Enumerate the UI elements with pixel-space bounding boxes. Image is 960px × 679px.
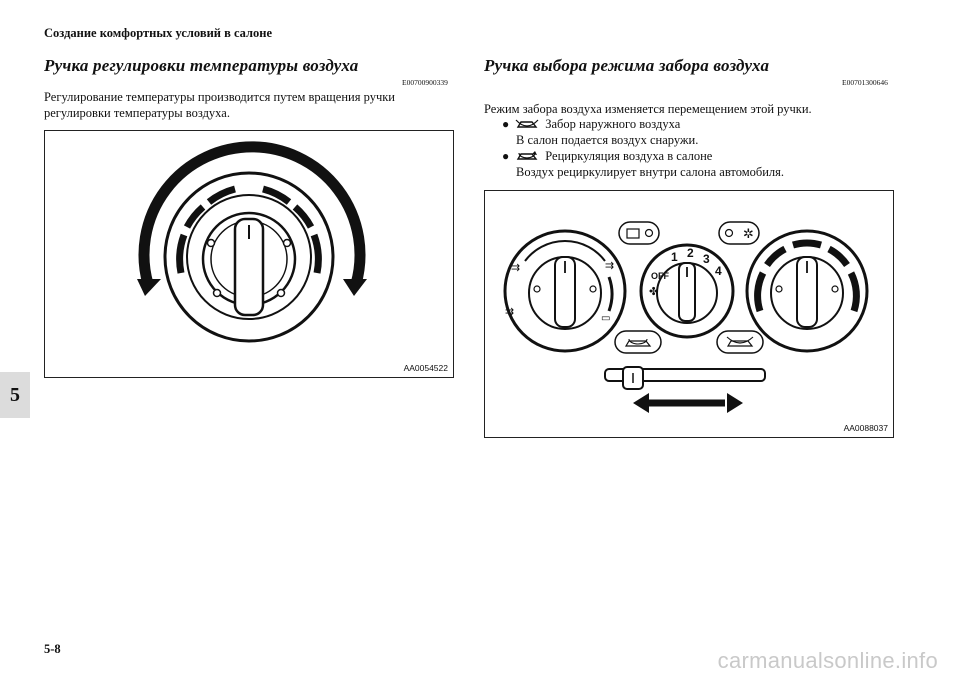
page-number: 5-8 <box>44 642 61 656</box>
svg-text:▭: ▭ <box>601 313 610 324</box>
outside-air-icon <box>515 119 539 128</box>
left-section-title: Ручка регулировки температуры воздуха <box>44 56 359 75</box>
left-paragraph-line2: регулировки температуры воздуха. <box>44 106 230 120</box>
right-section-title: Ручка выбора режима забора воздуха <box>484 56 770 75</box>
ac-button <box>718 221 760 245</box>
temperature-knob-figure: AA0054522 <box>44 130 454 378</box>
climate-panel-figure: ✲ ⇉ ⇉ ⇉ ▭ OFF 1 2 3 4 ✤ <box>484 190 894 438</box>
right-arrow-head <box>343 279 367 296</box>
fan-speed-2: 2 <box>687 246 694 260</box>
left-section-code: E00700900339 <box>402 78 448 87</box>
left-figure-code: AA0054522 <box>403 363 448 373</box>
fan-speed-1: 1 <box>671 250 678 264</box>
bullet-recirculation-label: Рециркуляция воздуха в салоне <box>545 149 713 163</box>
bullet-outside-air-desc: В салон подается воздух снаружи. <box>516 133 699 147</box>
temperature-knob-illustration <box>137 141 367 343</box>
recirculation-button <box>614 330 662 354</box>
air-intake-slider-track <box>604 368 766 382</box>
fan-speed-3: 3 <box>703 252 710 266</box>
outside-air-button <box>716 330 764 354</box>
watermark: carmanualsonline.info <box>717 648 938 673</box>
left-paragraph-line1: Регулирование температуры производится п… <box>44 90 395 104</box>
fan-speed-4: 4 <box>715 264 722 278</box>
right-section-code: E00701300646 <box>842 78 888 87</box>
bullet-recirculation: ● Рециркуляция воздуха в салоне Воздух р… <box>502 148 784 180</box>
svg-text:✤: ✤ <box>649 285 658 298</box>
recirculation-icon <box>517 151 538 160</box>
climate-panel-illustration: ✲ ⇉ ⇉ ⇉ ▭ OFF 1 2 3 4 ✤ <box>503 221 869 413</box>
left-arrow-head <box>137 279 161 296</box>
bullet-outside-air: ● Забор наружного воздуха В салон подает… <box>502 116 698 148</box>
bullet-outside-air-label: Забор наружного воздуха <box>545 117 681 131</box>
bullet-dot: ● <box>502 117 510 131</box>
svg-text:✲: ✲ <box>743 227 754 242</box>
bullet-dot: ● <box>502 149 510 163</box>
right-intro: Режим забора воздуха изменяется перемеще… <box>484 102 812 116</box>
running-header: Создание комфортных условий в салоне <box>44 26 273 40</box>
right-figure-code: AA0088037 <box>843 423 888 433</box>
svg-text:⇉: ⇉ <box>605 259 614 272</box>
fan-off-label: OFF <box>651 271 669 281</box>
bullet-recirculation-desc: Воздух рециркулирует внутри салона автом… <box>516 165 785 179</box>
svg-text:⇉: ⇉ <box>511 261 520 274</box>
svg-text:⇉: ⇉ <box>505 305 514 318</box>
chapter-tab: 5 <box>0 372 30 418</box>
